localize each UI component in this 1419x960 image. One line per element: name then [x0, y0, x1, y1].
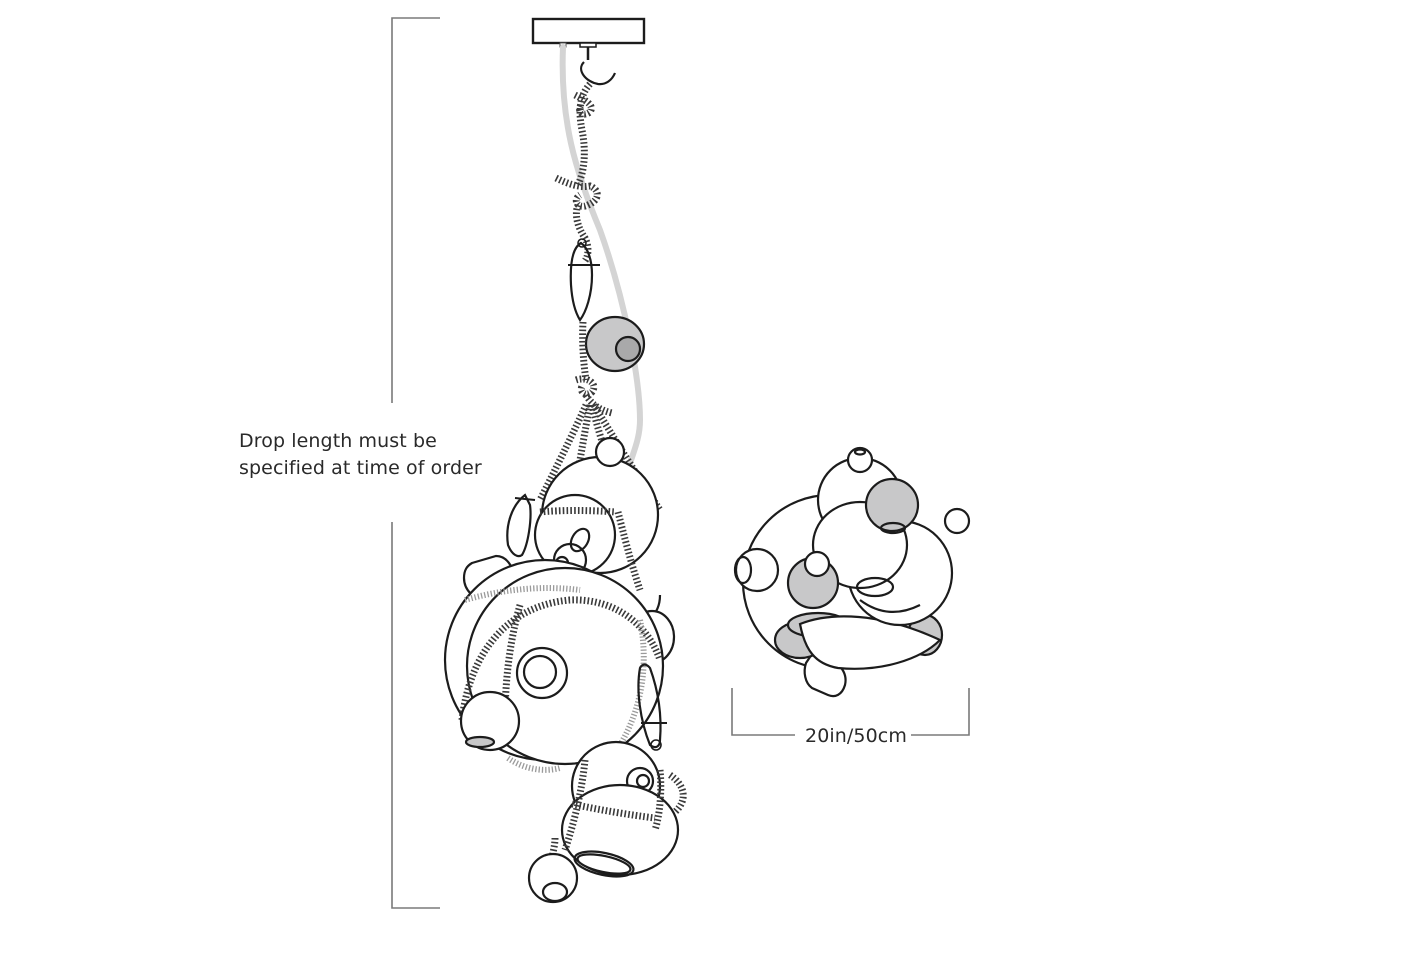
drop-length-label: Drop length must be specified at time of…: [239, 428, 482, 482]
carabiner-clip-right: [637, 663, 667, 751]
glass-sphere-bottom: [527, 837, 579, 904]
power-cord: [559, 44, 644, 473]
carabiner-clip-upper: [568, 238, 600, 322]
suspension-rope: [554, 81, 601, 265]
glass-sphere-small-left: [459, 690, 561, 773]
ceiling-canopy: [531, 17, 646, 48]
drop-length-line-2: specified at time of order: [239, 457, 482, 479]
drop-length-line-1: Drop length must be: [239, 430, 437, 452]
carabiner-clip-left: [506, 493, 536, 558]
drop-dimension-bracket: [391, 17, 440, 909]
width-dimension-bracket: [731, 688, 970, 736]
width-dimension-label: 20in/50cm: [803, 723, 909, 750]
hook-icon: [580, 47, 617, 86]
glass-cluster-lower: [560, 740, 687, 878]
glass-cluster-upper: [533, 436, 660, 592]
plan-view-drawing: [733, 446, 971, 698]
glass-sphere-small-top: [584, 315, 646, 373]
